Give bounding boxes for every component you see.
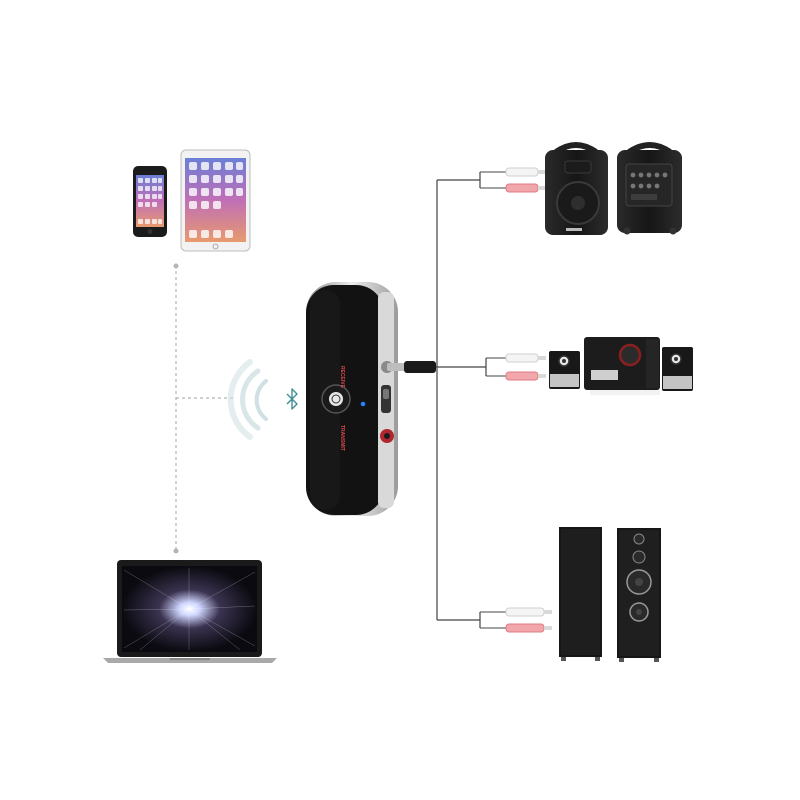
receive-label: RECEIVE [339,366,345,389]
desktop-speaker-right [662,347,693,391]
rca-plugs-top [479,167,546,193]
portable-pa-speaker-back [617,142,682,235]
tower-speaker-right [617,528,661,662]
source-line-end-top [173,263,179,269]
rca-plugs-middle [485,353,546,381]
bluetooth-transceiver: RECEIVE TRANSMIT [306,282,436,516]
source-line-end-bottom [173,548,179,554]
subwoofer [584,337,660,395]
tablet [180,149,251,252]
bluetooth-icon [286,388,298,410]
output-cables [436,179,486,621]
portable-pa-speaker-front [545,142,608,235]
tower-speaker-left [559,527,602,661]
laptop [103,560,277,663]
wireless-waves [227,359,268,440]
smartphone [133,166,167,237]
transmit-label: TRANSMIT [339,425,345,451]
bluetooth-source-lines [175,265,234,553]
rca-plugs-bottom [479,607,552,633]
desktop-speaker-left [549,351,580,389]
status-led [360,401,366,407]
